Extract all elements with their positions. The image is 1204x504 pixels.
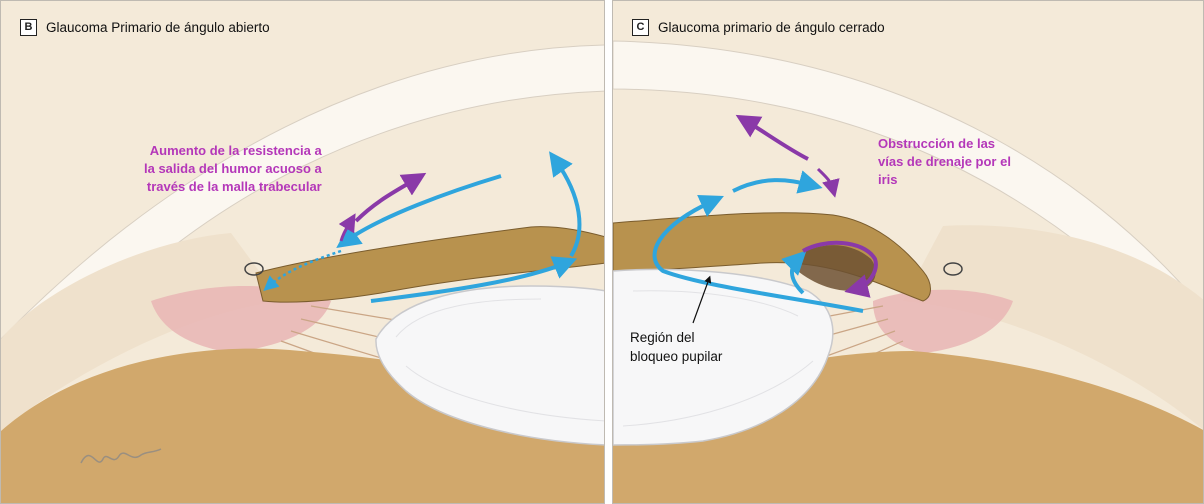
panel-b-header: B Glaucoma Primario de ángulo abierto (20, 19, 270, 36)
panel-closed-angle-glaucoma: C Glaucoma primario de ángulo cerrado Ob… (612, 0, 1204, 504)
annotation-line: la salida del humor acuoso a (144, 160, 322, 178)
annotation-line: Obstrucción de las (878, 135, 1011, 153)
blocked-flow-arrow (818, 169, 833, 189)
open-angle-eye-illustration (1, 1, 605, 504)
panel-b-title: Glaucoma Primario de ángulo abierto (46, 20, 270, 35)
ciliary-body (873, 290, 1013, 353)
closed-angle-eye-illustration (613, 1, 1204, 504)
annotation-line: Aumento de la resistencia a (144, 142, 322, 160)
panel-c-annotation: Obstrucción de las vías de drenaje por e… (878, 135, 1011, 189)
annotation-line: través de la malla trabecular (144, 178, 322, 196)
panel-c-title: Glaucoma primario de ángulo cerrado (658, 20, 885, 35)
aqueous-flow-arrow (733, 180, 811, 191)
blocked-flow-arrow (746, 121, 808, 159)
panel-b-annotation: Aumento de la resistencia a la salida de… (144, 142, 322, 196)
panel-b-letter: B (20, 19, 37, 36)
annotation-line: iris (878, 171, 1011, 189)
panel-c-header: C Glaucoma primario de ángulo cerrado (632, 19, 885, 36)
annotation-line: Región del (630, 328, 722, 347)
panel-c-letter: C (632, 19, 649, 36)
resistance-arrow (356, 179, 416, 221)
annotation-line: bloqueo pupilar (630, 347, 722, 366)
panel-open-angle-glaucoma: B Glaucoma Primario de ángulo abierto Au… (0, 0, 605, 504)
pupillary-block-label: Región del bloqueo pupilar (630, 328, 722, 366)
annotation-line: vías de drenaje por el (878, 153, 1011, 171)
